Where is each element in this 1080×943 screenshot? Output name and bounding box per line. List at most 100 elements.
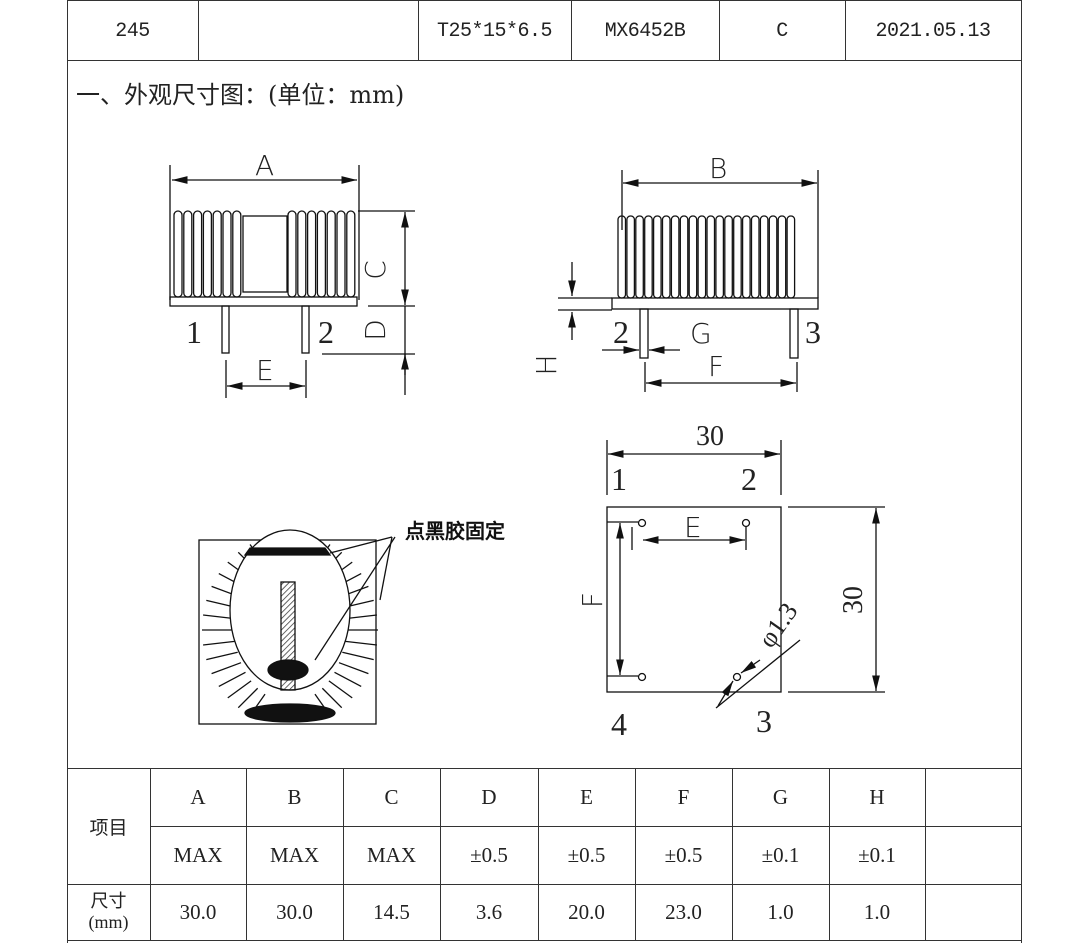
label-f-footprint: F (576, 592, 609, 608)
spec-value: 30.0 (179, 899, 217, 924)
side-view-coil (617, 215, 796, 299)
table-border (67, 60, 1022, 61)
table-border (925, 768, 926, 940)
front-view-pin-2 (301, 305, 310, 354)
footprint-width: 30 (696, 421, 724, 452)
header-core-size: T25*15*6.5 (436, 19, 553, 43)
pin-label-2: 2 (318, 314, 334, 350)
glue-dot (267, 659, 309, 681)
label-h: H (530, 354, 563, 375)
label-d: D (359, 319, 392, 341)
section-title: 一、外观尺寸图：(单位：mm) (76, 81, 405, 109)
spec-value: 3.6 (475, 899, 503, 924)
table-border (198, 0, 199, 60)
glue-dot (244, 703, 336, 723)
table-border (150, 826, 1022, 827)
pad-4 (637, 672, 647, 682)
pad-2 (741, 518, 751, 528)
row-label-size: 尺寸 (mm) (67, 884, 150, 940)
spec-value: 23.0 (665, 899, 702, 924)
table-border (246, 768, 247, 940)
spec-tolerance: ±0.1 (858, 842, 896, 867)
pin-label-2: 2 (741, 461, 757, 497)
glue-dot (243, 547, 332, 556)
table-border (418, 0, 419, 60)
pin-label-3: 3 (756, 703, 772, 739)
spec-tolerance: ±0.5 (567, 842, 606, 867)
table-border (150, 768, 151, 940)
pad-1 (637, 518, 647, 528)
label-g: G (690, 317, 712, 350)
side-view-pin-3 (789, 308, 799, 359)
pin-label-4: 4 (611, 706, 627, 742)
table-border (732, 768, 733, 940)
header-revision: C (776, 19, 788, 43)
spec-tolerance (925, 826, 1021, 884)
spec-value: 30.0 (276, 899, 313, 924)
table-border (635, 768, 636, 940)
glue-note: 点黑胶固定 (405, 519, 505, 543)
side-view-pin-2 (639, 308, 649, 359)
table-border (67, 884, 1022, 885)
table-border (343, 768, 344, 940)
table-border (67, 940, 1022, 941)
table-border (829, 768, 830, 940)
spec-column-header (925, 768, 1021, 826)
spec-value: 20.0 (568, 899, 605, 924)
spec-column-header: H (869, 784, 885, 809)
spec-value: 1.0 (863, 899, 891, 924)
unit-label: (mm) (88, 912, 129, 932)
front-view-pin-1 (221, 305, 230, 354)
pad-3 (732, 672, 742, 682)
table-border (571, 0, 572, 60)
label-a: A (255, 149, 274, 182)
label-e: E (256, 354, 274, 387)
table-border (1021, 0, 1022, 943)
footprint-height: 30 (838, 586, 869, 614)
spec-column-header: G (772, 784, 789, 809)
spec-tolerance: ±0.5 (470, 842, 508, 867)
spec-column-header: E (580, 784, 593, 809)
table-border (67, 0, 68, 943)
header-number: 245 (115, 19, 150, 43)
header-date: 2021.05.13 (875, 19, 991, 43)
spec-column-header: B (287, 784, 302, 809)
spec-value (925, 884, 1021, 940)
front-view-coil (173, 210, 356, 298)
hole-diameter: φ1.3 (753, 597, 804, 653)
table-border (67, 0, 1022, 1)
spec-tolerance: MAX (173, 842, 223, 867)
table-border (67, 768, 1022, 769)
table-border (845, 0, 846, 60)
spec-tolerance: ±0.1 (761, 842, 800, 867)
spec-tolerance: MAX (366, 842, 416, 867)
spec-value: 1.0 (767, 899, 794, 924)
spec-tolerance: ±0.5 (664, 842, 703, 867)
label-e-footprint: E (684, 511, 702, 544)
row-label-item: 项目 (89, 816, 128, 839)
front-view-base (169, 296, 358, 307)
table-border (538, 768, 539, 940)
pin-label-1: 1 (186, 314, 202, 350)
label-c: C (359, 260, 392, 280)
table-border (440, 768, 441, 940)
spec-column-header: A (190, 784, 206, 809)
size-label: 尺寸 (90, 891, 127, 912)
label-b: B (709, 152, 727, 185)
hole-leader (715, 639, 801, 709)
spec-column-header: C (384, 784, 399, 809)
spec-tolerance: MAX (269, 842, 319, 867)
spec-column-header: D (481, 784, 497, 809)
side-view-base (611, 297, 819, 310)
pin-label-2: 2 (613, 314, 629, 350)
spec-value: 14.5 (373, 899, 410, 924)
label-f: F (708, 350, 724, 383)
spec-column-header: F (677, 784, 690, 809)
pin-label-1: 1 (611, 461, 627, 497)
pin-label-3: 3 (805, 314, 821, 350)
footprint-outline (606, 506, 782, 693)
header-part-number: MX6452B (604, 19, 686, 43)
table-border (719, 0, 720, 60)
